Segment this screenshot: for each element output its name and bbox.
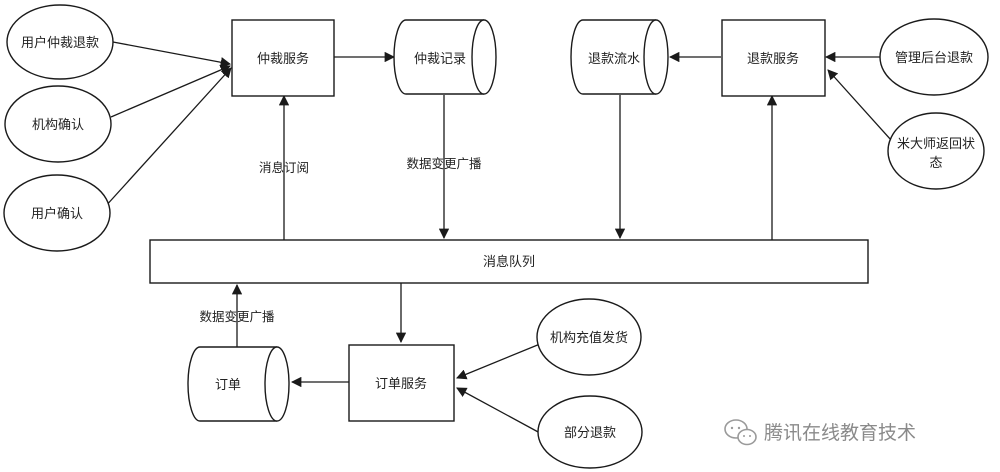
node-admin-backend-refund: 管理后台退款 (879, 18, 989, 96)
edge-label-data-change-broadcast-top: 数据变更广播 (406, 156, 482, 171)
edge-institution-confirm-to-arbitration-service (110, 64, 231, 118)
edge-partial-refund-to-order-service (456, 387, 541, 434)
edges (103, 41, 892, 434)
svg-text:仲裁记录: 仲裁记录 (414, 51, 466, 67)
watermark-text: 腾讯在线教育技术 (764, 422, 916, 444)
node-refund-ledger: 退款流水 (570, 19, 669, 95)
svg-text:仲裁服务: 仲裁服务 (257, 51, 309, 67)
node-order: 订单 (187, 346, 290, 422)
svg-text:消息队列: 消息队列 (483, 254, 535, 270)
watermark: 腾讯在线教育技术 (724, 419, 916, 446)
svg-text:用户仲裁退款: 用户仲裁退款 (21, 35, 99, 51)
svg-text:订单服务: 订单服务 (375, 376, 427, 392)
svg-text:用户确认: 用户确认 (31, 206, 83, 222)
node-refund-service: 退款服务 (721, 19, 826, 97)
edge-label-message-subscribe: 消息订阅 (259, 160, 309, 175)
wechat-icon (724, 419, 757, 446)
svg-text:部分退款: 部分退款 (564, 426, 616, 441)
node-mida-status-return: 米大师返回状 态 (887, 112, 985, 190)
svg-text:退款服务: 退款服务 (747, 51, 799, 67)
node-partial-refund: 部分退款 (537, 395, 643, 469)
node-order-service: 订单服务 (348, 344, 455, 422)
edge-mida-to-refund-service (827, 69, 892, 141)
svg-text:态: 态 (929, 156, 942, 171)
edge-recharge-to-order-service (456, 343, 541, 380)
node-arbitration-service: 仲裁服务 (231, 19, 335, 97)
node-user-arbitration-refund: 用户仲裁退款 (6, 4, 114, 80)
svg-text:管理后台退款: 管理后台退款 (895, 51, 973, 66)
edge-user-confirm-to-arbitration-service (103, 67, 232, 209)
svg-text:订单: 订单 (215, 378, 241, 393)
node-institution-recharge-ship: 机构充值发货 (536, 298, 642, 376)
svg-text:退款流水: 退款流水 (588, 52, 640, 67)
svg-text:机构确认: 机构确认 (32, 118, 84, 133)
svg-text:米大师返回状: 米大师返回状 (897, 137, 975, 152)
node-institution-confirm: 机构确认 (4, 85, 112, 163)
edge-label-data-change-broadcast-bottom: 数据变更广播 (199, 309, 275, 324)
node-message-queue: 消息队列 (149, 239, 869, 284)
node-user-confirm: 用户确认 (3, 174, 111, 252)
node-arbitration-record: 仲裁记录 (393, 19, 497, 95)
edge-user-arbitration-to-arbitration-service (112, 41, 232, 68)
svg-text:机构充值发货: 机构充值发货 (550, 330, 628, 346)
